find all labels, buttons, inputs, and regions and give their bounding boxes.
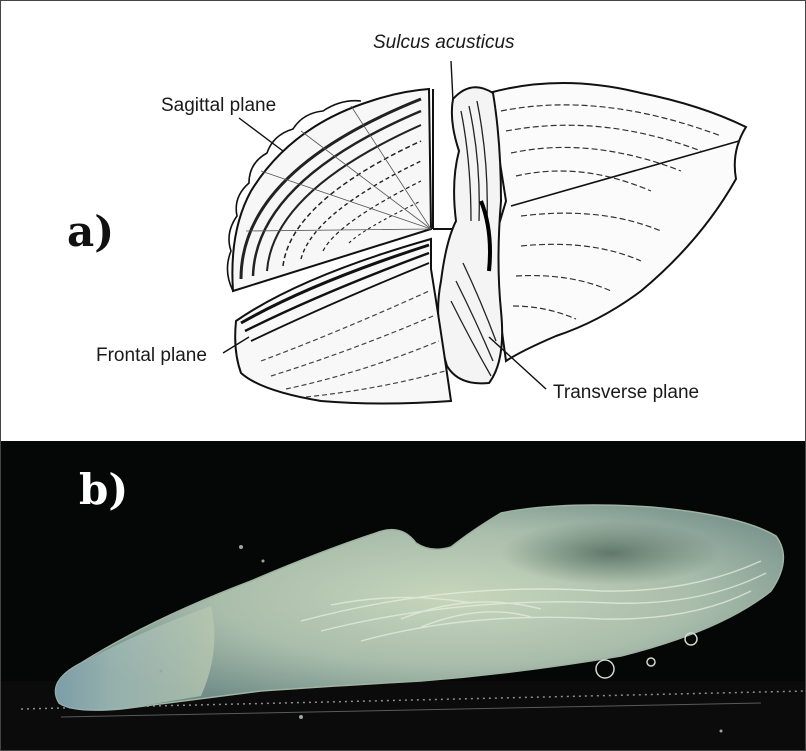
panel-a-label: a) bbox=[67, 211, 114, 253]
label-transverse-plane: Transverse plane bbox=[553, 383, 699, 402]
panel-b-label: b) bbox=[79, 469, 128, 511]
label-sulcus-acusticus: Sulcus acusticus bbox=[373, 33, 515, 52]
label-frontal-plane: Frontal plane bbox=[96, 346, 207, 365]
panel-a-diagram: a) Sulcus acusticus Sagittal plane Front… bbox=[1, 1, 805, 441]
label-sagittal-plane: Sagittal plane bbox=[161, 96, 276, 115]
otolith-section-drawing bbox=[1, 1, 805, 441]
panel-b-photo: b) bbox=[1, 441, 805, 750]
